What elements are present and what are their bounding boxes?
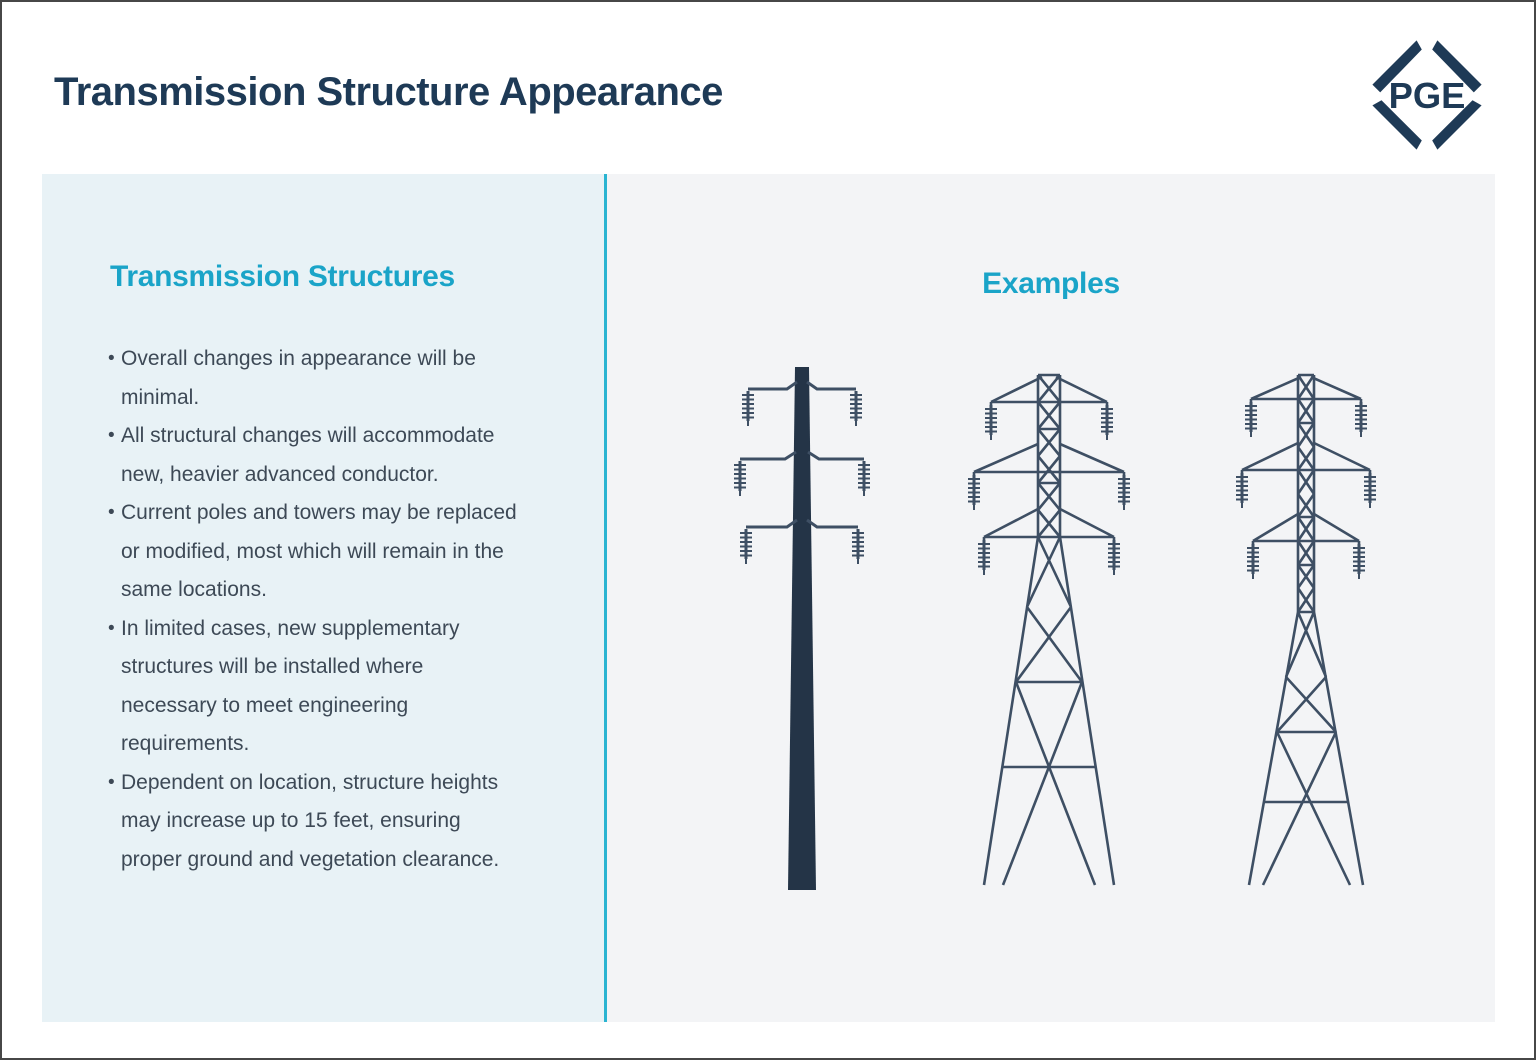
right-panel-heading: Examples: [982, 267, 1120, 300]
pge-logo: PGE: [1361, 30, 1493, 160]
pge-logo-text: PGE: [1389, 75, 1466, 116]
list-item: Overall changes in appearance will be mi…: [108, 340, 523, 417]
bullet-list: Overall changes in appearance will be mi…: [108, 340, 523, 879]
list-item: Dependent on location, structure heights…: [108, 764, 523, 880]
transmission-structures-panel: Transmission Structures Overall changes …: [42, 174, 604, 1022]
lattice-tower-icon: [962, 367, 1137, 892]
pge-diamond-logo-icon: PGE: [1372, 40, 1482, 150]
list-item: All structural changes will accommodate …: [108, 417, 523, 494]
panel-divider: [604, 174, 607, 1022]
page-title: Transmission Structure Appearance: [54, 70, 723, 114]
list-item: In limited cases, new supplementary stru…: [108, 610, 523, 764]
lattice-tower-dense-icon: [1219, 367, 1394, 892]
examples-panel: Examples: [607, 174, 1495, 1022]
steel-monopole-icon: [727, 367, 877, 892]
list-item: Current poles and towers may be replaced…: [108, 494, 523, 610]
left-panel-heading: Transmission Structures: [110, 260, 455, 293]
